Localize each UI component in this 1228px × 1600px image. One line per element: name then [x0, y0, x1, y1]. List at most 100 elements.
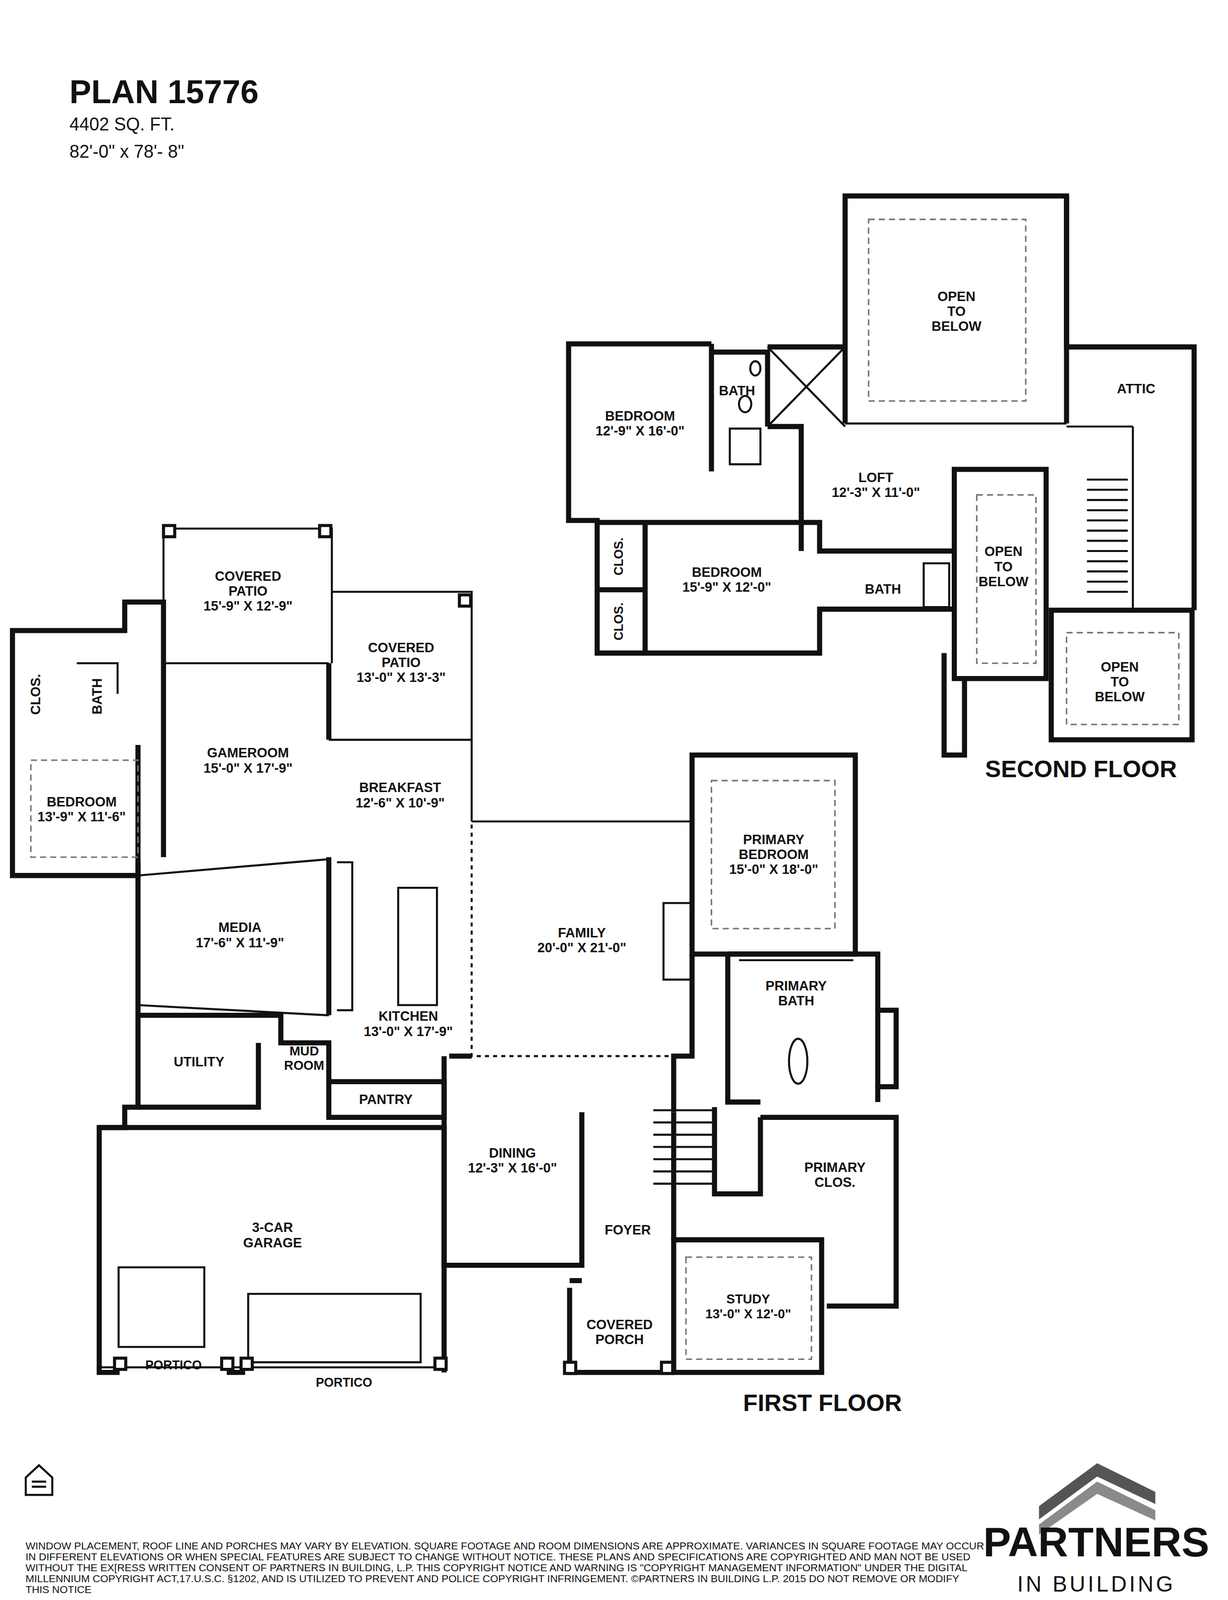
room-label: FOYER — [604, 1222, 651, 1238]
room-label: PRIMARY CLOS. — [803, 1160, 867, 1190]
room-dimensions: 12'-9" X 16'-0" — [595, 423, 685, 439]
room-label: PRIMARY BEDROOM15'-0" X 18'-0" — [729, 831, 819, 877]
room-dimensions: 13'-0" X 12'-0" — [705, 1306, 792, 1321]
room-label: BREAKFAST12'-6" X 10'-9" — [355, 780, 445, 810]
room-name: GAMEROOM — [203, 745, 293, 761]
room-name: COVERED PATIO — [214, 568, 283, 599]
room-area: 3-CAR GARAGE — [99, 1127, 445, 1358]
room-label: ATTIC — [1116, 381, 1156, 397]
equal-housing-icon — [25, 1465, 53, 1495]
room-dimensions: 13'-0" X 13'-3" — [356, 670, 446, 685]
floor-name: SECOND FLOOR — [984, 756, 1177, 783]
room-label: OPEN TO BELOW — [977, 544, 1030, 590]
room-name: CLOS. — [28, 673, 44, 715]
room-dimensions: 15'-0" X 17'-9" — [203, 760, 293, 776]
room-area: COVERED PORCH — [569, 1288, 669, 1373]
room-dimensions: 17'-6" X 11'-9" — [195, 934, 285, 950]
thin-lines — [76, 347, 1133, 1368]
room-area: GAMEROOM15'-0" X 17'-9" — [163, 663, 329, 858]
company-logo: PARTNERS — [983, 1521, 1210, 1563]
walls — [12, 195, 1194, 1373]
room-label: KITCHEN13'-0" X 17'-9" — [363, 1008, 453, 1039]
room-area: CLOS. — [12, 630, 64, 746]
room-name: PRIMARY CLOS. — [803, 1160, 867, 1190]
area-note: 4402 SQ. FT. — [69, 114, 175, 135]
room-name: BEDROOM — [595, 408, 685, 424]
room-area: CLOS. — [597, 590, 646, 654]
posts — [114, 525, 673, 1374]
room-name: MEDIA — [195, 920, 285, 935]
room-area: ATTIC — [1066, 347, 1195, 611]
room-name: BATH — [864, 581, 902, 597]
plan-title: PLAN 15776 — [69, 75, 259, 109]
room-name: PORTICO — [315, 1375, 373, 1390]
room-area: BEDROOM15'-9" X 12'-0" — [645, 522, 820, 654]
room-area: PRIMARY BEDROOM15'-0" X 18'-0" — [691, 755, 856, 955]
room-label: BEDROOM15'-9" X 12'-0" — [682, 564, 772, 595]
room-name: FOYER — [604, 1222, 651, 1238]
room-area: COVERED PATIO13'-0" X 13'-3" — [331, 592, 472, 740]
room-name: COVERED PORCH — [585, 1317, 654, 1348]
copyright-notice: WINDOW PLACEMENT, ROOF LINE AND PORCHES … — [25, 1540, 985, 1596]
company-logo: IN BUILDING — [1017, 1573, 1176, 1596]
room-name: CLOS. — [611, 537, 626, 575]
room-label: MEDIA17'-6" X 11'-9" — [195, 920, 285, 950]
overall-dimensions: 82'-0" x 78'- 8" — [69, 141, 185, 162]
room-area: LOFT12'-3" X 11'-0" — [801, 426, 955, 552]
room-label: GAMEROOM15'-0" X 17'-9" — [203, 745, 293, 776]
room-label: MUD ROOM — [283, 1043, 325, 1073]
room-name: ATTIC — [1116, 381, 1156, 397]
room-name: MUD ROOM — [283, 1043, 325, 1073]
room-area: FAMILY20'-0" X 21'-0" — [471, 821, 693, 1057]
room-label: BATH — [719, 383, 756, 399]
room-label: DINING12'-3" X 16'-0" — [467, 1145, 557, 1176]
room-area: CLOS. — [597, 522, 646, 591]
room-name: OPEN TO BELOW — [977, 544, 1030, 590]
room-label: COVERED PORCH — [585, 1317, 654, 1348]
room-dimensions: 12'-6" X 10'-9" — [355, 795, 445, 810]
room-label: PRIMARY BATH — [764, 978, 828, 1008]
room-name: UTILITY — [173, 1053, 225, 1069]
room-area: OPEN TO BELOW — [845, 195, 1067, 424]
room-dimensions: 15'-0" X 18'-0" — [729, 861, 819, 877]
room-area: MUD ROOM — [263, 1036, 346, 1083]
room-name: PANTRY — [359, 1092, 413, 1107]
room-name: BATH — [89, 677, 105, 715]
room-label: STUDY13'-0" X 12'-0" — [705, 1291, 792, 1321]
room-dimensions: 12'-3" X 11'-0" — [831, 485, 921, 500]
room-label: LOFT12'-3" X 11'-0" — [831, 469, 921, 500]
room-area: COVERED PATIO15'-9" X 12'-9" — [163, 528, 332, 664]
room-label: PANTRY — [359, 1092, 413, 1107]
room-dimensions: 15'-9" X 12'-9" — [203, 598, 293, 614]
room-area: BEDROOM13'-9" X 11'-6" — [12, 744, 138, 876]
room-label: PORTICO — [145, 1357, 202, 1372]
room-name: PORTICO — [145, 1357, 202, 1372]
room-area: PORTICO — [245, 1371, 444, 1393]
room-name: BATH — [719, 383, 756, 399]
room-dimensions: 12'-3" X 16'-0" — [467, 1160, 557, 1176]
room-dimensions: 15'-9" X 12'-0" — [682, 579, 772, 595]
room-area: PORTICO — [119, 1353, 227, 1376]
room-area: STUDY13'-0" X 12'-0" — [673, 1240, 822, 1374]
floor-name: FIRST FLOOR — [742, 1390, 902, 1417]
room-label: PORTICO — [315, 1375, 373, 1390]
room-name: COVERED PATIO — [367, 639, 435, 670]
room-name: STUDY — [705, 1291, 792, 1307]
room-label: COVERED PATIO15'-9" X 12'-9" — [203, 568, 293, 614]
room-label: BEDROOM13'-9" X 11'-6" — [37, 794, 126, 825]
room-area: MEDIA17'-6" X 11'-9" — [137, 862, 329, 1016]
room-label: BATH — [89, 677, 105, 715]
room-area: BATH — [63, 630, 125, 746]
room-name: KITCHEN — [363, 1008, 453, 1024]
room-area: OPEN TO BELOW — [954, 469, 1046, 679]
room-area: DINING12'-3" X 16'-0" — [443, 1061, 582, 1267]
room-area: BREAKFAST12'-6" X 10'-9" — [328, 739, 472, 825]
room-name: OPEN TO BELOW — [1094, 659, 1146, 705]
room-label: OPEN TO BELOW — [1094, 659, 1146, 705]
room-name: DINING — [467, 1145, 557, 1161]
room-label: CLOS. — [611, 602, 626, 641]
room-area: KITCHEN13'-0" X 17'-9" — [328, 824, 472, 1057]
room-dimensions: 20'-0" X 21'-0" — [537, 940, 627, 956]
room-name: CLOS. — [611, 602, 626, 641]
room-label: 3-CAR GARAGE — [242, 1220, 304, 1250]
